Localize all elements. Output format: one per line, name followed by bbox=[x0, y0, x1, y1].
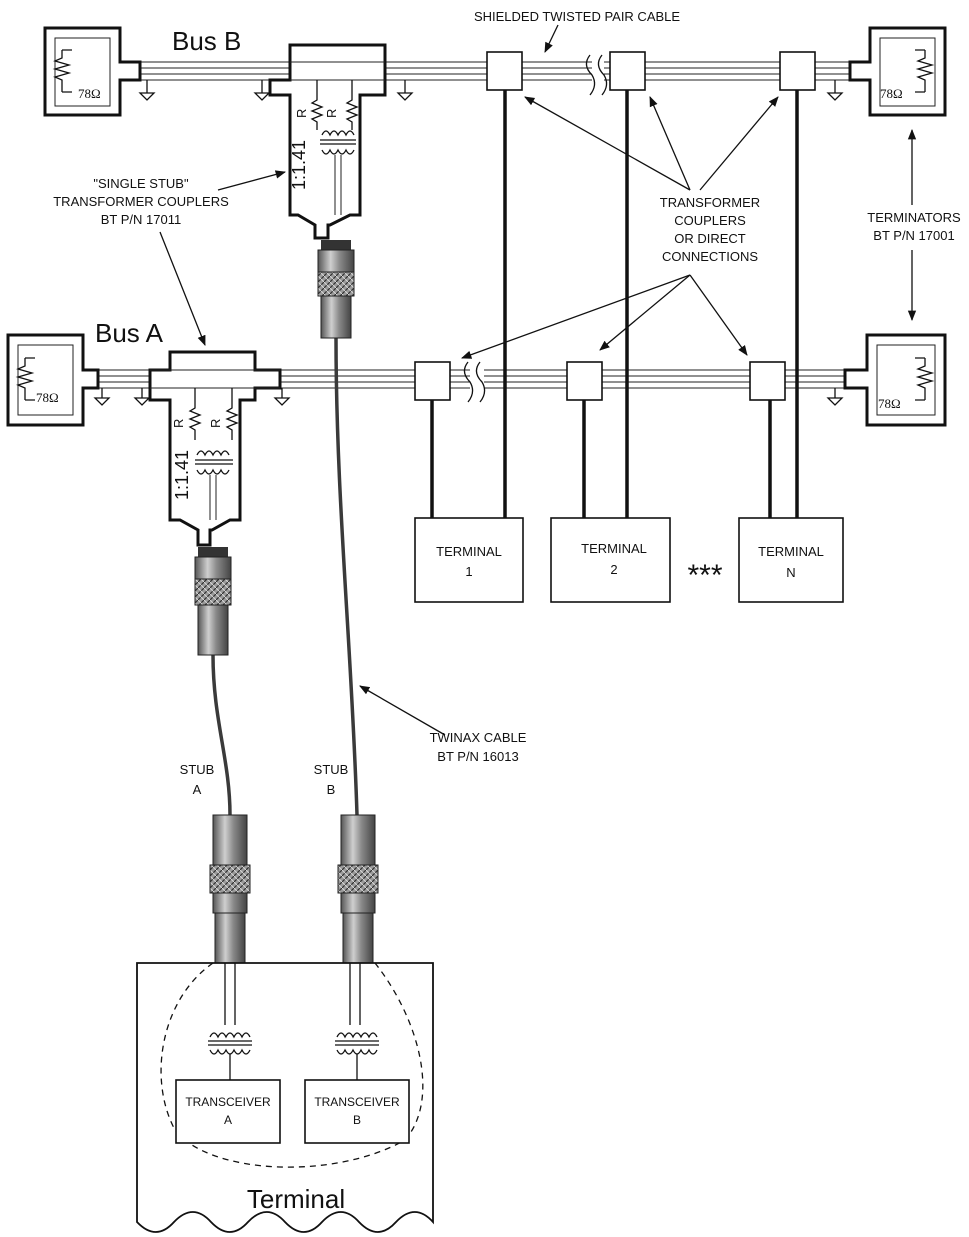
terminator-a-left: 78Ω bbox=[6, 333, 100, 427]
tap-box-a-2 bbox=[566, 361, 603, 401]
cable-break-b bbox=[585, 54, 596, 96]
transceiver-b-transformer bbox=[336, 1032, 378, 1039]
coupler-b: R R 1:1.41 bbox=[268, 43, 387, 240]
twinax-line-1: TWINAX CABLE bbox=[430, 730, 527, 745]
annotation-arrows bbox=[159, 24, 917, 736]
ground-symbols-a bbox=[93, 388, 844, 406]
terminal-1-number: 1 bbox=[465, 564, 472, 579]
transceiver-a: TRANSCEIVER A bbox=[175, 1079, 281, 1144]
stub-b-line-2: B bbox=[327, 782, 336, 797]
transceiver-a-transformer bbox=[209, 1032, 251, 1039]
terminal-2-label: TERMINAL bbox=[581, 541, 647, 556]
transceiver-a-letter: A bbox=[224, 1113, 232, 1127]
coupler-a: R R 1:1.41 bbox=[148, 350, 282, 547]
coupler-b-resistor-label: R bbox=[324, 109, 339, 118]
arrow-tc-b2 bbox=[649, 96, 691, 191]
tap-box-a-3 bbox=[749, 361, 786, 401]
bus-a-taps bbox=[414, 361, 786, 401]
terminators-label: TERMINATORS BT P/N 17001 bbox=[867, 210, 961, 243]
terminator-a-right: 78Ω bbox=[843, 333, 947, 427]
bus-b: 78Ω 78Ω R R 1:1.41 bbox=[43, 26, 947, 240]
terminal-stubs bbox=[430, 90, 799, 518]
tap-box-b-1 bbox=[486, 51, 523, 91]
terminal-ellipsis: *** bbox=[687, 559, 722, 592]
coupler-a-ratio: 1:1.41 bbox=[172, 450, 192, 500]
cable-break-a bbox=[463, 361, 474, 403]
bus-b-taps bbox=[486, 51, 816, 91]
shielded-cable-label: SHIELDED TWISTED PAIR CABLE bbox=[474, 9, 680, 24]
twinax-cable-b bbox=[334, 337, 359, 816]
tc-line-4: CONNECTIONS bbox=[662, 249, 758, 264]
terminal-n-label: TERMINAL bbox=[758, 544, 824, 559]
bus-b-label: Bus B bbox=[172, 26, 241, 56]
terminal-1-label: TERMINAL bbox=[436, 544, 502, 559]
terminator-a-right-value: 78Ω bbox=[878, 396, 901, 411]
terminal-1: TERMINAL 1 bbox=[414, 517, 524, 603]
terminal-2: TERMINAL 2 bbox=[550, 517, 671, 603]
bus-a-right-cable bbox=[280, 361, 845, 403]
terminator-b-right-value: 78Ω bbox=[880, 86, 903, 101]
transceiver-b: TRANSCEIVER B bbox=[304, 1079, 410, 1144]
transceiver-a-label: TRANSCEIVER bbox=[185, 1095, 271, 1109]
terminator-a-left-value: 78Ω bbox=[36, 390, 59, 405]
tap-box-a-1 bbox=[414, 361, 451, 401]
stub-b-line-1: STUB bbox=[314, 762, 349, 777]
arrow-twinax bbox=[359, 685, 446, 736]
terminator-b-left-value: 78Ω bbox=[78, 86, 101, 101]
terminators-line-2: BT P/N 17001 bbox=[873, 228, 954, 243]
connector-coupler-b bbox=[317, 240, 355, 339]
tap-box-b-3 bbox=[779, 51, 816, 91]
arrow-single-stub-b bbox=[217, 170, 287, 191]
single-stub-line-1: "SINGLE STUB" bbox=[93, 176, 189, 191]
arrow-tc-b3 bbox=[699, 96, 779, 191]
bus-a-left-cable bbox=[98, 369, 150, 389]
arrow-tc-b1 bbox=[524, 96, 691, 191]
arrow-single-stub-a bbox=[159, 231, 206, 346]
terminator-b-left: 78Ω bbox=[43, 26, 142, 117]
connector-stub-b bbox=[337, 814, 379, 964]
coupler-b-ratio: 1:1.41 bbox=[289, 140, 309, 190]
tap-box-b-2 bbox=[609, 51, 646, 91]
terminal-enclosure: TRANSCEIVER A TRANSCEIVER B Terminal bbox=[136, 962, 434, 1233]
arrow-tc-a2 bbox=[599, 274, 691, 351]
stub-a-line-1: STUB bbox=[180, 762, 215, 777]
bus-a-label: Bus A bbox=[95, 318, 164, 348]
terminal-n: TERMINAL N bbox=[738, 517, 844, 603]
connector-coupler-a bbox=[194, 547, 232, 656]
tc-line-1: TRANSFORMER bbox=[660, 195, 760, 210]
terminal-2-number: 2 bbox=[610, 562, 617, 577]
single-stub-label: "SINGLE STUB" TRANSFORMER COUPLERS BT P/… bbox=[53, 176, 229, 227]
terminal-n-number: N bbox=[786, 565, 795, 580]
twinax-line-2: BT P/N 16013 bbox=[437, 749, 518, 764]
terminator-b-right: 78Ω bbox=[848, 26, 947, 117]
coupler-b-resistor-label-2: R bbox=[294, 109, 309, 118]
stub-a-line-2: A bbox=[193, 782, 202, 797]
terminal-enclosure-label: Terminal bbox=[247, 1184, 345, 1214]
arrow-shielded-cable bbox=[544, 24, 559, 53]
single-stub-line-3: BT P/N 17011 bbox=[101, 212, 181, 227]
coupler-a-resistor-label: R bbox=[171, 419, 186, 428]
single-stub-line-2: TRANSFORMER COUPLERS bbox=[53, 194, 229, 209]
bus-b-left-cable bbox=[125, 61, 290, 81]
transceiver-b-label: TRANSCEIVER bbox=[314, 1095, 400, 1109]
stub-a-label: STUB A bbox=[180, 762, 215, 797]
terminators-line-1: TERMINATORS bbox=[867, 210, 961, 225]
transformer-couplers-label: TRANSFORMER COUPLERS OR DIRECT CONNECTIO… bbox=[660, 195, 760, 264]
stub-b-label: STUB B bbox=[314, 762, 349, 797]
tc-line-2: COUPLERS bbox=[674, 213, 746, 228]
twinax-label: TWINAX CABLE BT P/N 16013 bbox=[430, 730, 527, 764]
coupler-a-resistor-label-2: R bbox=[208, 419, 223, 428]
connector-stub-a bbox=[209, 814, 251, 964]
arrow-tc-a3 bbox=[689, 274, 748, 356]
tc-line-3: OR DIRECT bbox=[674, 231, 746, 246]
transceiver-b-letter: B bbox=[353, 1113, 361, 1127]
arrow-tc-a1 bbox=[461, 274, 691, 359]
ground-symbols-b bbox=[138, 80, 844, 101]
bus-a: 78Ω 78Ω R R 1:1.41 bbox=[6, 333, 947, 547]
twinax-cable-a bbox=[211, 654, 232, 816]
